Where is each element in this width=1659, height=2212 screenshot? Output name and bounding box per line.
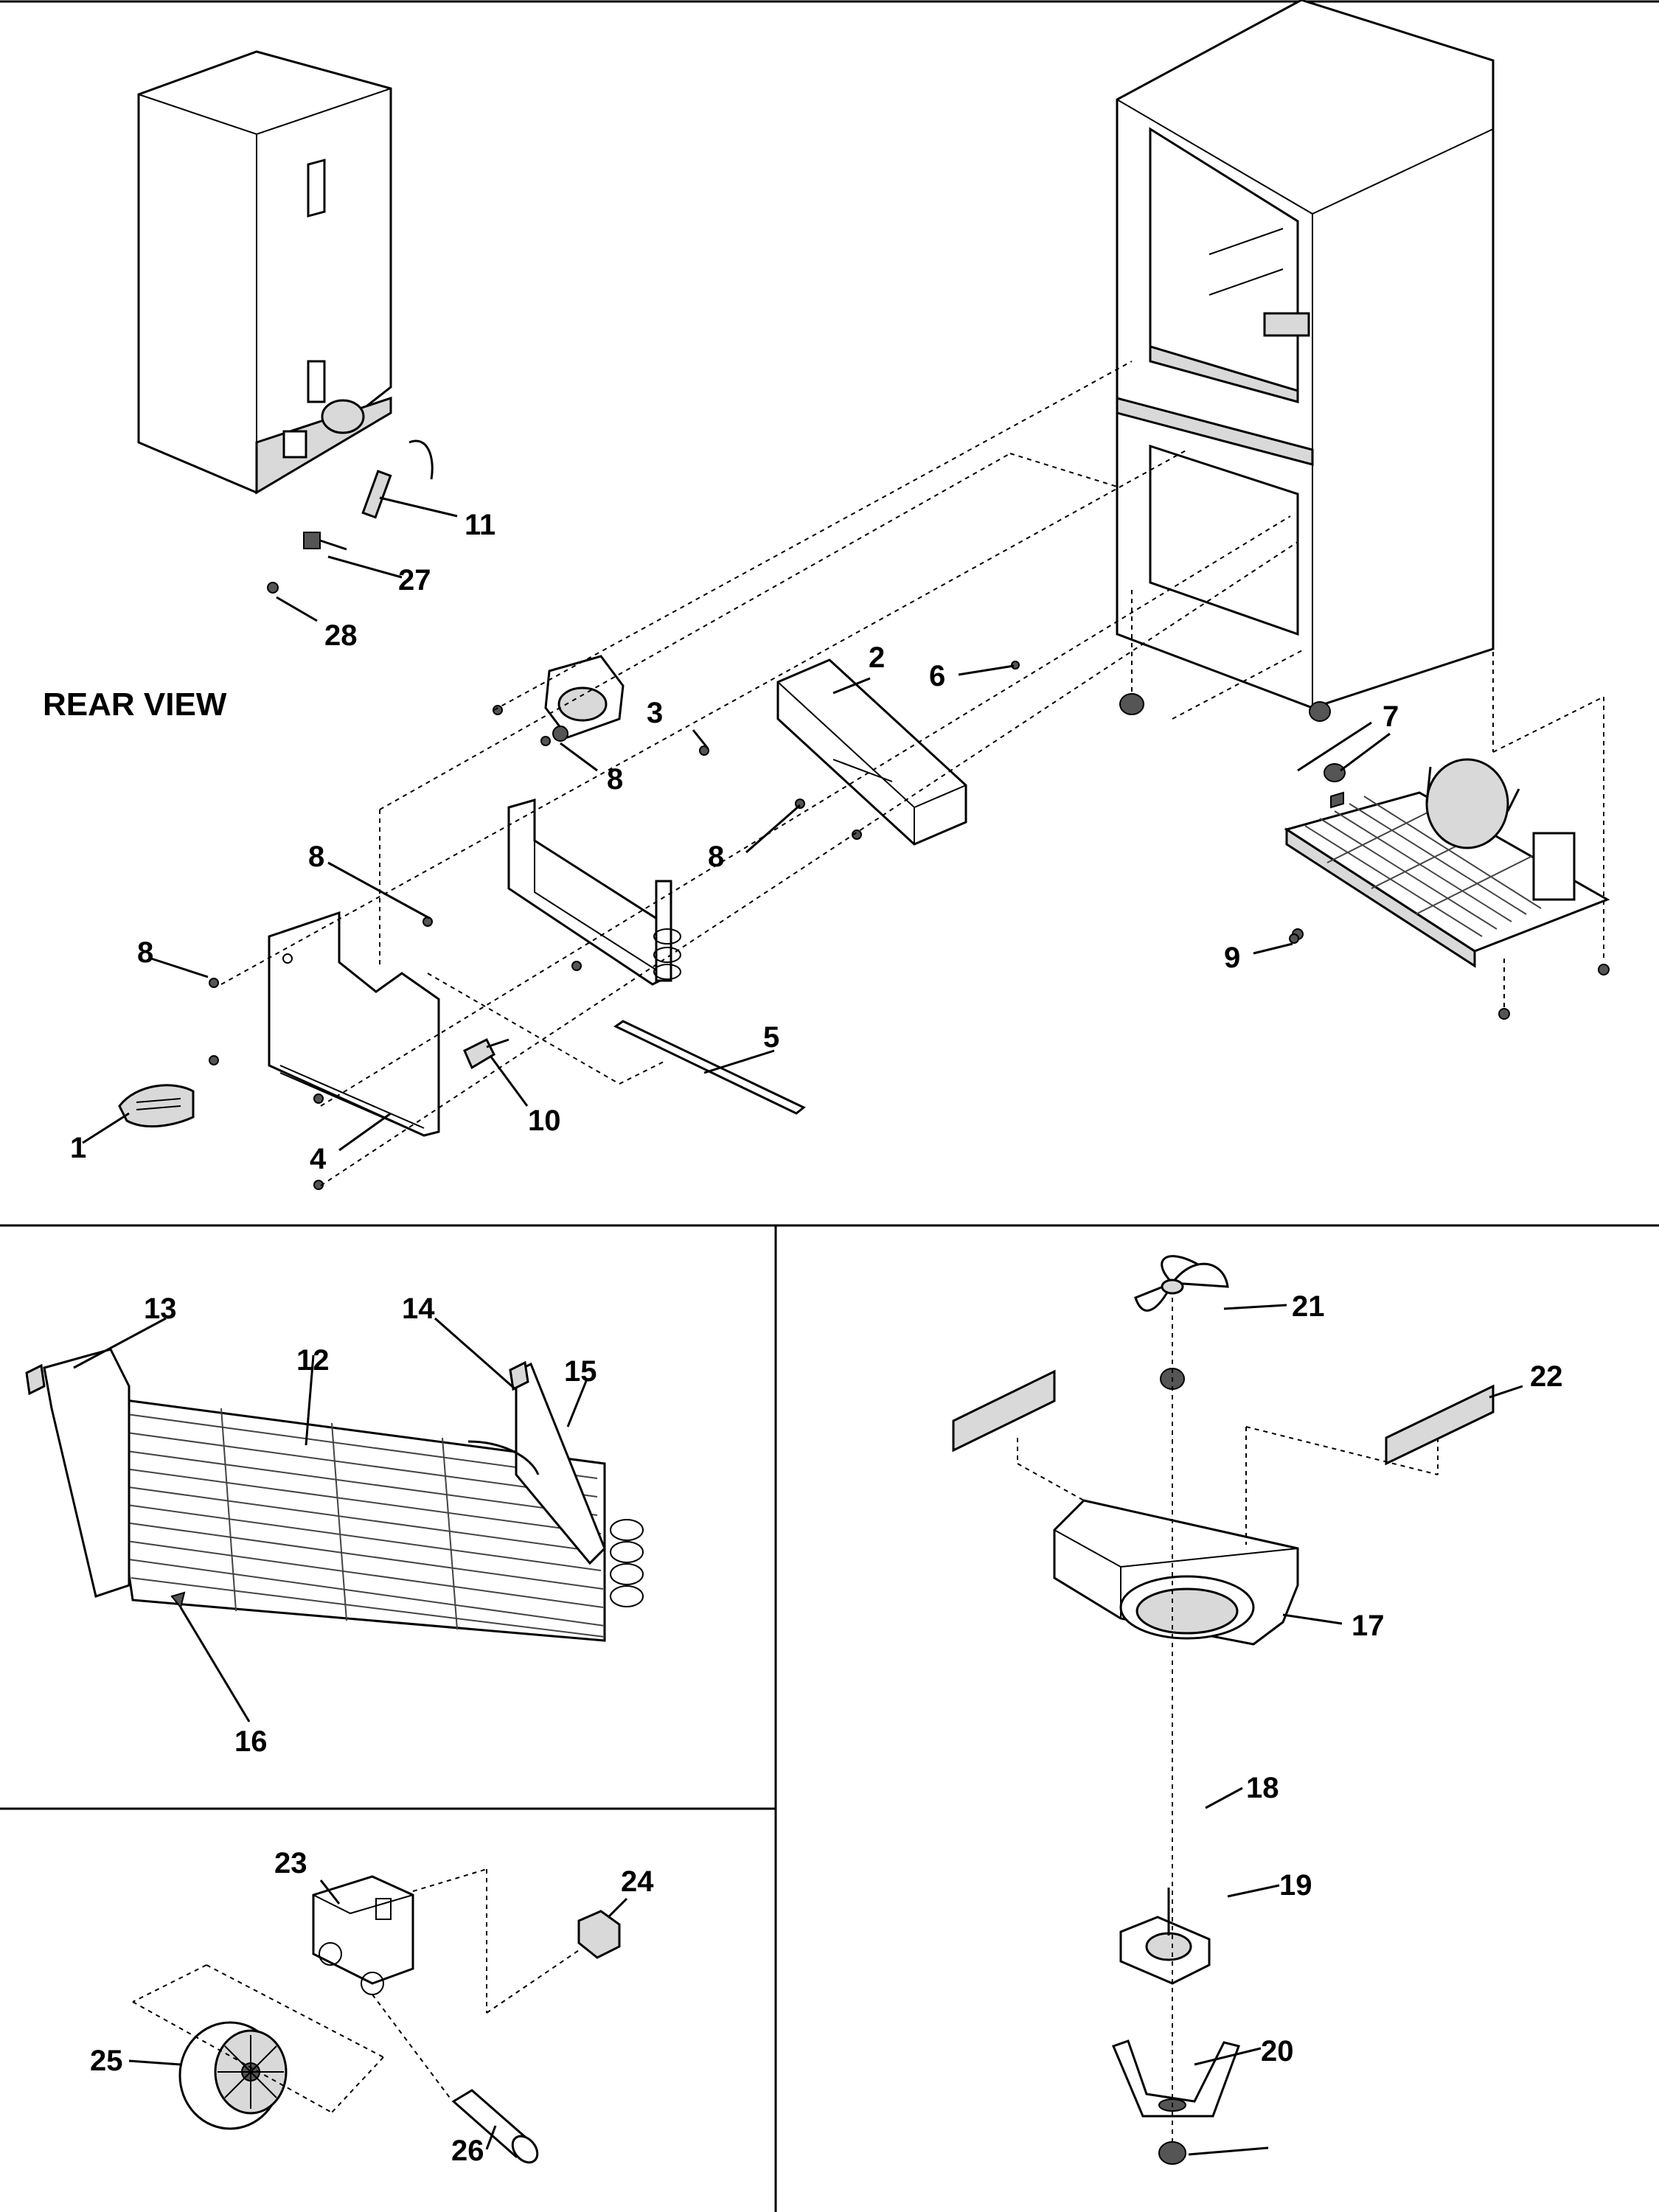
callout-28: 28: [324, 619, 358, 652]
callout-20: 20: [1261, 2035, 1294, 2067]
callout-4: 4: [310, 1143, 327, 1175]
fan-motor-part-18: [1119, 1888, 1211, 1985]
roller-dashed-lines: [132, 1868, 580, 2113]
grille-part-1: [118, 1084, 195, 1128]
callout-9: 9: [1224, 942, 1240, 974]
fan-shroud-part-17: [1053, 1499, 1299, 1646]
callout-23: 23: [274, 1847, 307, 1879]
callout-labels: 1 2 3 4 5 6 7 8 8 8 8 9 10 11 12 13 14 1…: [70, 509, 1563, 2167]
fan-dashed-lines: [1017, 1298, 1439, 2142]
callout-5: 5: [763, 1021, 779, 1054]
roller-bracket-part-23: [312, 1875, 414, 1995]
callout-12: 12: [296, 1344, 330, 1377]
axle-pin-part-26: [451, 2089, 539, 2164]
duct-part-2: [776, 658, 967, 846]
callout-27: 27: [398, 564, 431, 597]
rear-view-label: REAR VIEW: [43, 686, 227, 723]
fan-motor-assembly-exploded: [544, 655, 625, 742]
rear-view-cabinet: [137, 50, 434, 594]
callout-7: 7: [1382, 700, 1399, 733]
evaporator-cover-4: [268, 911, 440, 1137]
callout-8-duct: 8: [708, 841, 724, 873]
callout-24: 24: [621, 1865, 654, 1898]
callout-26: 26: [451, 2135, 484, 2167]
evaporator-bracket-assembly: [507, 799, 681, 986]
callout-8-cover: 8: [137, 936, 153, 969]
callout-8-fan-motor: 8: [607, 763, 623, 796]
callout-17: 17: [1352, 1610, 1385, 1642]
leader-lines: [73, 496, 1523, 2156]
callout-25: 25: [90, 2045, 123, 2077]
callout-14: 14: [402, 1293, 435, 1325]
callout-1: 1: [70, 1132, 86, 1164]
callout-10: 10: [528, 1105, 561, 1137]
fan-hub-bottom-part-20: [1158, 2141, 1186, 2165]
evaporator-fins: [110, 1408, 605, 1638]
front-cabinet: [1116, 0, 1604, 959]
callout-3: 3: [647, 697, 663, 729]
callout-11: 11: [465, 509, 495, 541]
callout-16: 16: [234, 1725, 268, 1758]
motor-bracket-part-19: [1111, 2039, 1240, 2118]
clip-part-24: [577, 1910, 621, 1959]
foam-pads-22: [952, 1369, 1495, 1466]
sensor-part-10: [463, 1037, 509, 1070]
callout-2: 2: [869, 641, 885, 674]
condenser-grid: [1304, 796, 1542, 937]
callout-18: 18: [1246, 1772, 1279, 1804]
callout-21: 21: [1292, 1290, 1325, 1323]
assembly-dashed-lines: [220, 361, 1306, 1186]
callout-8-bracket: 8: [308, 841, 324, 873]
roller-wheel-part-25: [178, 2021, 288, 2130]
callout-22: 22: [1530, 1360, 1563, 1393]
fan-blade-part-21: [1134, 1255, 1229, 1312]
callout-15: 15: [564, 1355, 597, 1388]
defrost-heater-part-5: [613, 1020, 806, 1115]
machine-compartment: [1284, 721, 1610, 1020]
callout-13: 13: [144, 1293, 177, 1325]
callout-19: 19: [1279, 1869, 1312, 1902]
evaporator-coil: [25, 1348, 644, 1642]
callout-6: 6: [929, 660, 945, 692]
